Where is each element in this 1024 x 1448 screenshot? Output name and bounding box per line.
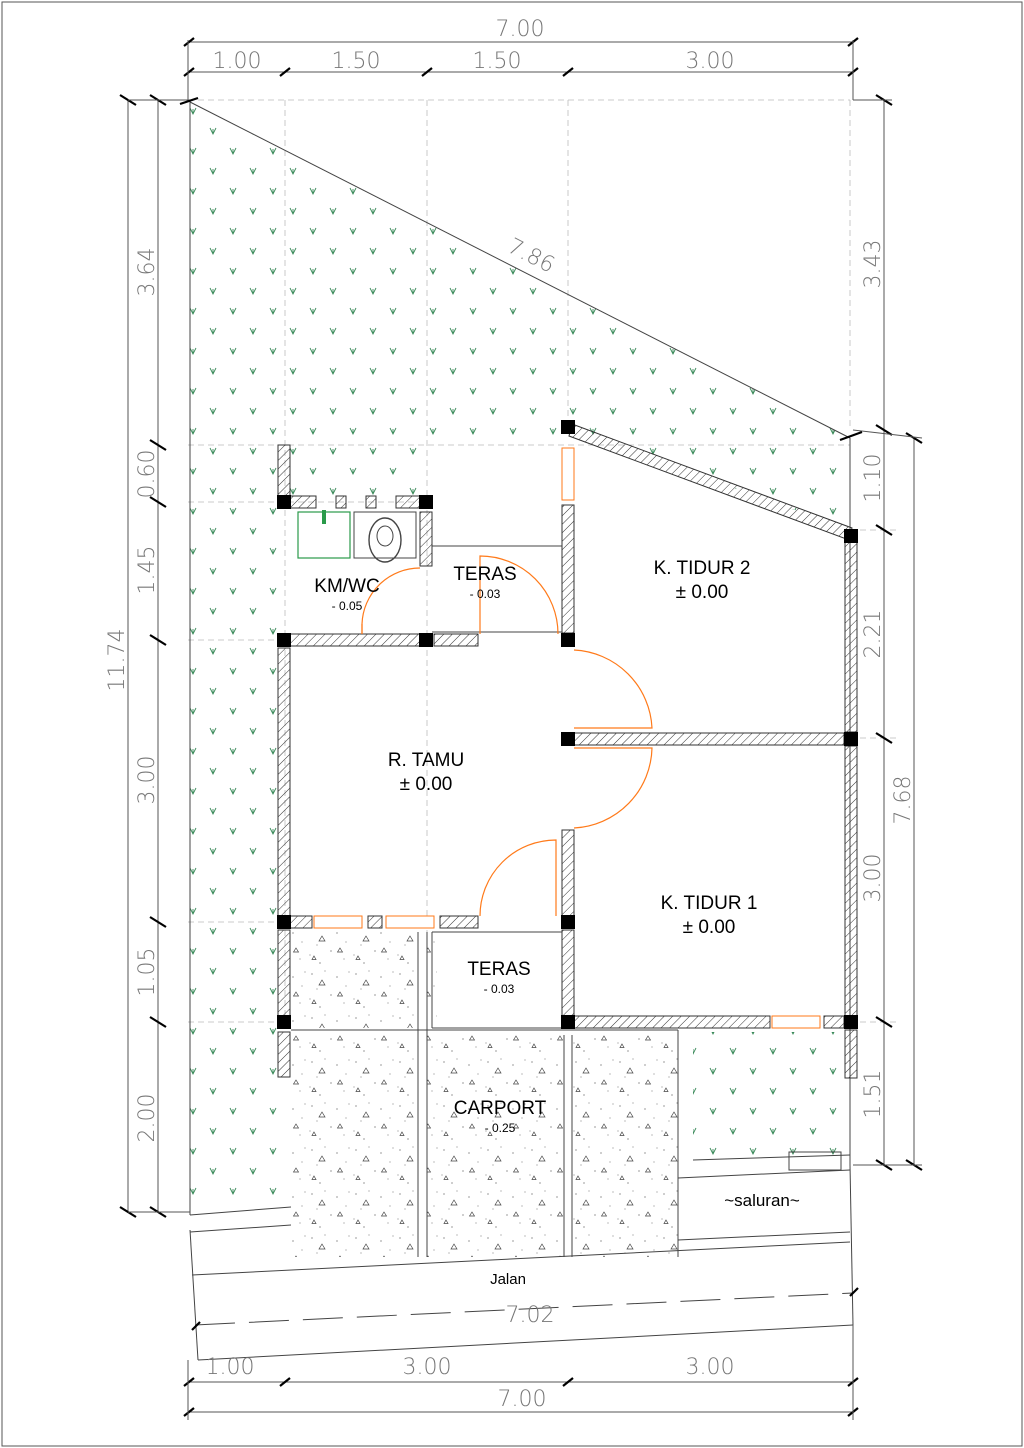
room-k-tidur-2-name: K. TIDUR 2 [654,558,751,579]
partitions [431,545,562,1029]
room-teras-bottom-level: - 0.03 [484,982,515,996]
room-teras-top-name: TERAS [453,564,516,585]
room-carport-level: - 0.25 [485,1121,516,1135]
room-teras-bottom-name: TERAS [467,959,530,980]
dim-top-seg-4: 3.00 [686,49,735,74]
dim-bottom-seg-3: 3.00 [686,1355,735,1380]
room-carport-name: CARPORT [454,1098,547,1119]
dim-right-seg-3: 1.51 [861,1070,886,1119]
dimension-lines [119,37,923,1420]
door-swings [361,555,653,917]
dim-top-seg-2: 1.50 [332,49,381,74]
dim-top-seg-3: 1.50 [473,49,522,74]
room-kmwc-level: - 0.05 [332,599,363,613]
dim-right-seg-2: 3.00 [861,854,886,903]
room-kmwc-name: KM/WC [314,576,379,597]
room-k-tidur-1-level: ± 0.00 [683,917,736,938]
dim-right-seg-1: 2.21 [861,610,886,659]
channel-label: ~saluran~ [724,1191,800,1210]
dim-left-seg-5: 1.05 [135,948,160,997]
walls [277,423,858,1079]
dimension-texts: 7.00 1.00 1.50 1.50 3.00 1.00 3.00 3.00 … [105,17,916,1412]
room-r-tamu-level: ± 0.00 [400,774,453,795]
dim-bottom-seg-1: 1.00 [206,1355,255,1380]
room-k-tidur-2-level: ± 0.00 [676,582,729,603]
room-labels: KM/WC - 0.05 TERAS - 0.03 K. TIDUR 2 ± 0… [314,558,800,1288]
dim-left-total: 11.74 [105,629,130,692]
road [189,1151,854,1361]
dim-top-total: 7.00 [496,17,545,42]
dim-right-outer-1: 3.43 [861,240,886,289]
dim-left-seg-6: 2.00 [135,1094,160,1143]
room-teras-top-level: - 0.03 [470,587,501,601]
dim-left-seg-3: 1.45 [135,546,160,595]
dim-bottom-seg-2: 3.00 [403,1355,452,1380]
toilet-icon [353,511,417,559]
dim-left-seg-4: 3.00 [135,756,160,805]
diagonal-boundary [189,101,851,439]
paving-areas [291,932,679,1257]
dim-road-width: 7.02 [506,1303,555,1328]
bathroom-fixtures [297,510,417,563]
dim-right-total: 7.68 [891,776,916,825]
columns [277,420,858,1029]
dim-bottom-total: 7.00 [498,1387,547,1412]
dim-right-outer-2: 1.10 [861,454,886,503]
room-k-tidur-1-name: K. TIDUR 1 [661,893,758,914]
dim-left-seg-1: 3.64 [135,248,160,297]
room-r-tamu-name: R. TAMU [388,750,464,771]
dim-left-seg-2: 0.60 [135,450,160,499]
dim-top-seg-1: 1.00 [213,49,262,74]
road-label: Jalan [490,1271,526,1288]
